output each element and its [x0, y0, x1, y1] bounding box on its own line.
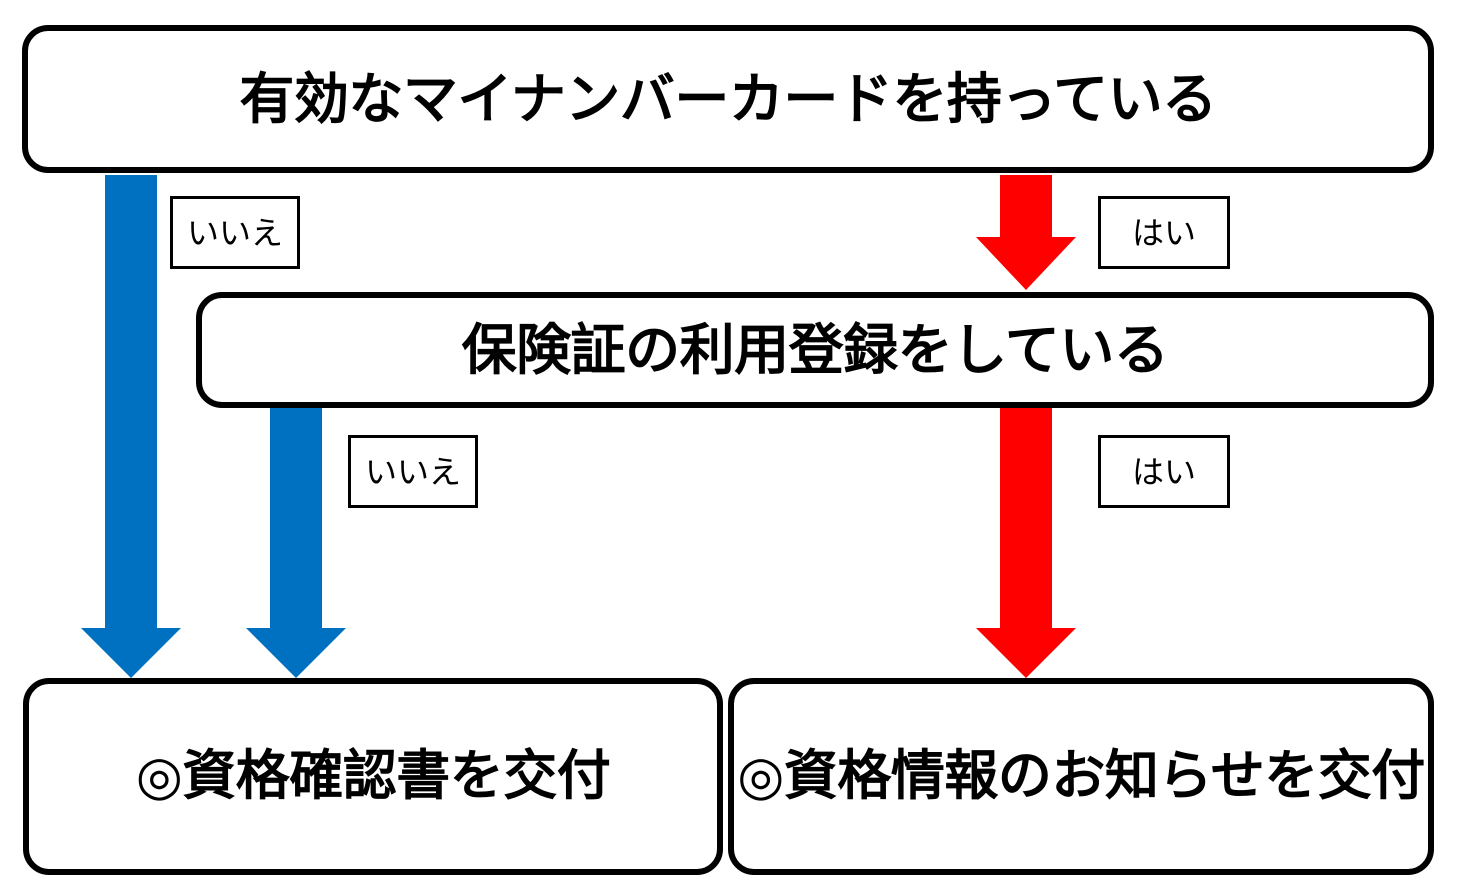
arrow-q2-no: [246, 408, 346, 678]
node-label: ◎資格情報のお知らせを交付: [737, 745, 1425, 806]
arrow-q1-no: [81, 175, 181, 678]
edge-label-q1-no: いいえ: [170, 196, 300, 269]
node-label: 保険証の利用登録をしている: [461, 318, 1169, 381]
arrow-q1-yes: [976, 175, 1076, 290]
edge-label-q2-yes: はい: [1098, 435, 1230, 508]
edge-label-text: いいえ: [186, 214, 283, 251]
edge-label-text: いいえ: [364, 453, 461, 490]
node-outcome-shikaku-joho-oshirase[interactable]: ◎資格情報のお知らせを交付: [728, 678, 1434, 875]
arrow-q2-yes: [976, 408, 1076, 678]
node-label: 有効なマイナンバーカードを持っている: [239, 67, 1217, 130]
node-label: ◎資格確認書を交付: [135, 745, 611, 806]
edge-label-text: はい: [1131, 214, 1196, 251]
node-outcome-shikaku-kakuninsho[interactable]: ◎資格確認書を交付: [23, 678, 723, 875]
edge-label-q2-no: いいえ: [348, 435, 478, 508]
node-decision-mynumber-card[interactable]: 有効なマイナンバーカードを持っている: [22, 25, 1434, 173]
node-decision-insurance-registration[interactable]: 保険証の利用登録をしている: [196, 292, 1434, 408]
edge-label-q1-yes: はい: [1098, 196, 1230, 269]
edge-label-text: はい: [1131, 453, 1196, 490]
